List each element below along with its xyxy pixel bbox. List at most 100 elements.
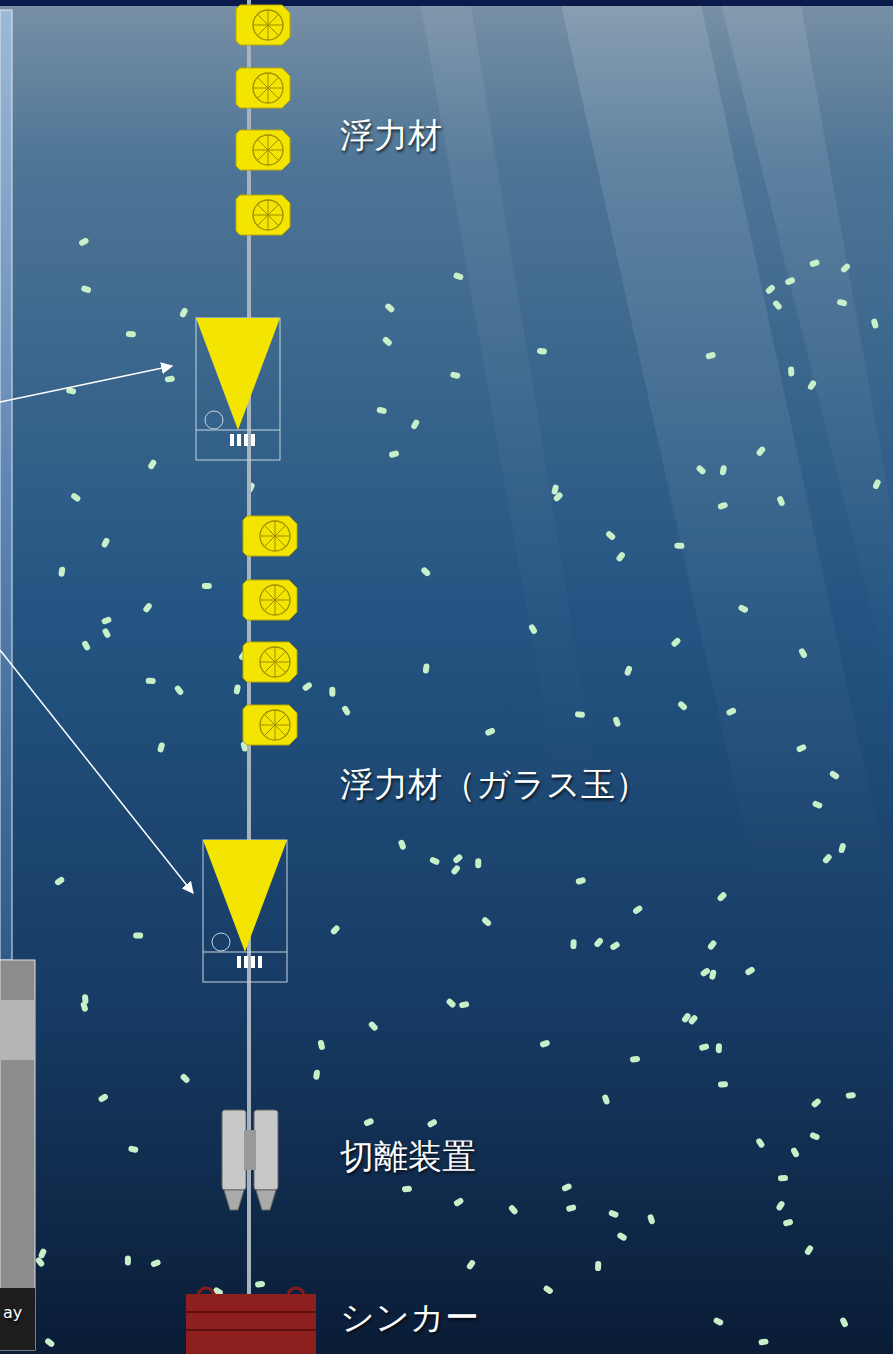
plankton-dot <box>719 465 727 476</box>
plankton-dot <box>445 998 456 1009</box>
plankton-dot <box>174 684 185 696</box>
part-label: 浮力材（ガラス玉） <box>340 762 649 808</box>
plankton-dot <box>744 966 756 976</box>
plankton-dot <box>101 616 112 625</box>
plankton-dot <box>608 1209 619 1218</box>
plankton-dot <box>81 285 92 294</box>
plankton-dot <box>677 700 688 711</box>
plankton-dot <box>737 604 749 614</box>
plankton-dot <box>716 891 727 902</box>
plankton-dot <box>612 716 621 727</box>
part-label: 浮力材 <box>340 113 442 159</box>
plankton-dot <box>539 1039 550 1048</box>
plankton-dot <box>566 1204 577 1212</box>
plankton-dot <box>807 379 818 391</box>
plankton-dot <box>632 904 644 915</box>
plankton-dot <box>615 551 626 563</box>
plankton-dot <box>466 1259 477 1271</box>
plankton-dot <box>838 842 847 853</box>
plankton-dot <box>302 681 314 692</box>
plankton-dot <box>593 937 604 948</box>
plankton-dot <box>35 1256 46 1268</box>
plankton-dot <box>798 647 808 659</box>
plankton-dot <box>410 419 420 431</box>
plankton-dot <box>624 665 633 676</box>
plankton-dot <box>674 543 684 549</box>
plankton-dot <box>790 1147 800 1159</box>
plankton-dot <box>38 1248 48 1260</box>
plankton-dot <box>313 1069 320 1080</box>
plankton-dot <box>133 932 143 938</box>
plankton-dot <box>717 501 728 510</box>
plankton-dot <box>142 602 153 614</box>
plankton-dot <box>54 876 66 887</box>
plankton-dot <box>528 623 538 635</box>
plankton-dot <box>453 272 464 281</box>
plankton-dot <box>784 277 795 286</box>
plankton-dot <box>871 318 879 329</box>
plankton-dot <box>459 1001 470 1009</box>
plankton-dot <box>384 302 395 313</box>
plankton-dot <box>725 707 737 717</box>
plankton-dot <box>670 637 681 648</box>
plankton-dot <box>537 348 548 355</box>
plankton-dot <box>101 537 111 549</box>
plankton-dot <box>329 687 335 697</box>
plankton-dot <box>429 856 441 866</box>
plankton-dot <box>97 1093 109 1103</box>
plankton-dot <box>402 1185 413 1192</box>
plankton-dot <box>829 770 841 781</box>
plankton-dot <box>233 684 241 695</box>
plankton-dot <box>398 839 407 850</box>
plankton-dot <box>255 1281 266 1288</box>
plankton-dot <box>146 678 156 685</box>
plankton-dot <box>705 351 716 359</box>
plankton-dot <box>78 237 90 247</box>
plankton-dot <box>44 1337 56 1348</box>
plankton-dot <box>58 566 65 577</box>
plankton-dot <box>695 464 706 475</box>
plankton-dot <box>561 1183 573 1193</box>
plankton-dot <box>811 1097 822 1108</box>
plankton-dot <box>570 939 577 949</box>
plankton-dot <box>179 307 189 319</box>
plankton-dot <box>125 1256 131 1266</box>
plankton-dot <box>630 1056 641 1063</box>
photo-caption-fragment: ay <box>3 1303 22 1322</box>
plankton-dot <box>128 1145 139 1153</box>
plankton-dot <box>809 259 820 268</box>
plankton-dot <box>845 1092 856 1099</box>
plankton-dot <box>809 1132 821 1141</box>
plankton-dot <box>450 864 461 876</box>
plankton-dot <box>341 705 351 717</box>
plankton-dot <box>595 1261 601 1271</box>
plankton-dot <box>709 969 717 980</box>
plankton-dot <box>363 1117 375 1126</box>
plankton-dot <box>423 663 430 674</box>
plankton-dot <box>484 727 496 736</box>
plankton-dot <box>840 262 851 273</box>
plankton-dot <box>475 858 481 868</box>
plankton-dot <box>718 1081 729 1088</box>
plankton-dot <box>788 366 794 376</box>
plankton-dot <box>776 495 785 507</box>
plankton-dot <box>101 627 111 639</box>
plankton-dot <box>81 640 91 652</box>
plankton-dot <box>707 939 718 951</box>
plankton-dot <box>698 1043 709 1052</box>
plankton-dot <box>755 1137 765 1149</box>
plankton-dot <box>716 1043 722 1053</box>
plankton-dot <box>782 1218 793 1227</box>
plankton-dot <box>616 1231 628 1241</box>
plankton-dot <box>775 1200 785 1212</box>
plankton-dot <box>575 877 586 886</box>
plankton-dot <box>450 371 461 379</box>
plankton-dot <box>157 742 166 753</box>
part-label: シンカー <box>340 1295 479 1341</box>
plankton-dot <box>758 1338 769 1345</box>
plankton-dot <box>426 1118 438 1128</box>
plankton-dot <box>796 743 808 753</box>
plankton-dot <box>508 1204 519 1215</box>
plankton-dot <box>420 566 431 577</box>
plankton-dot <box>839 1317 849 1329</box>
